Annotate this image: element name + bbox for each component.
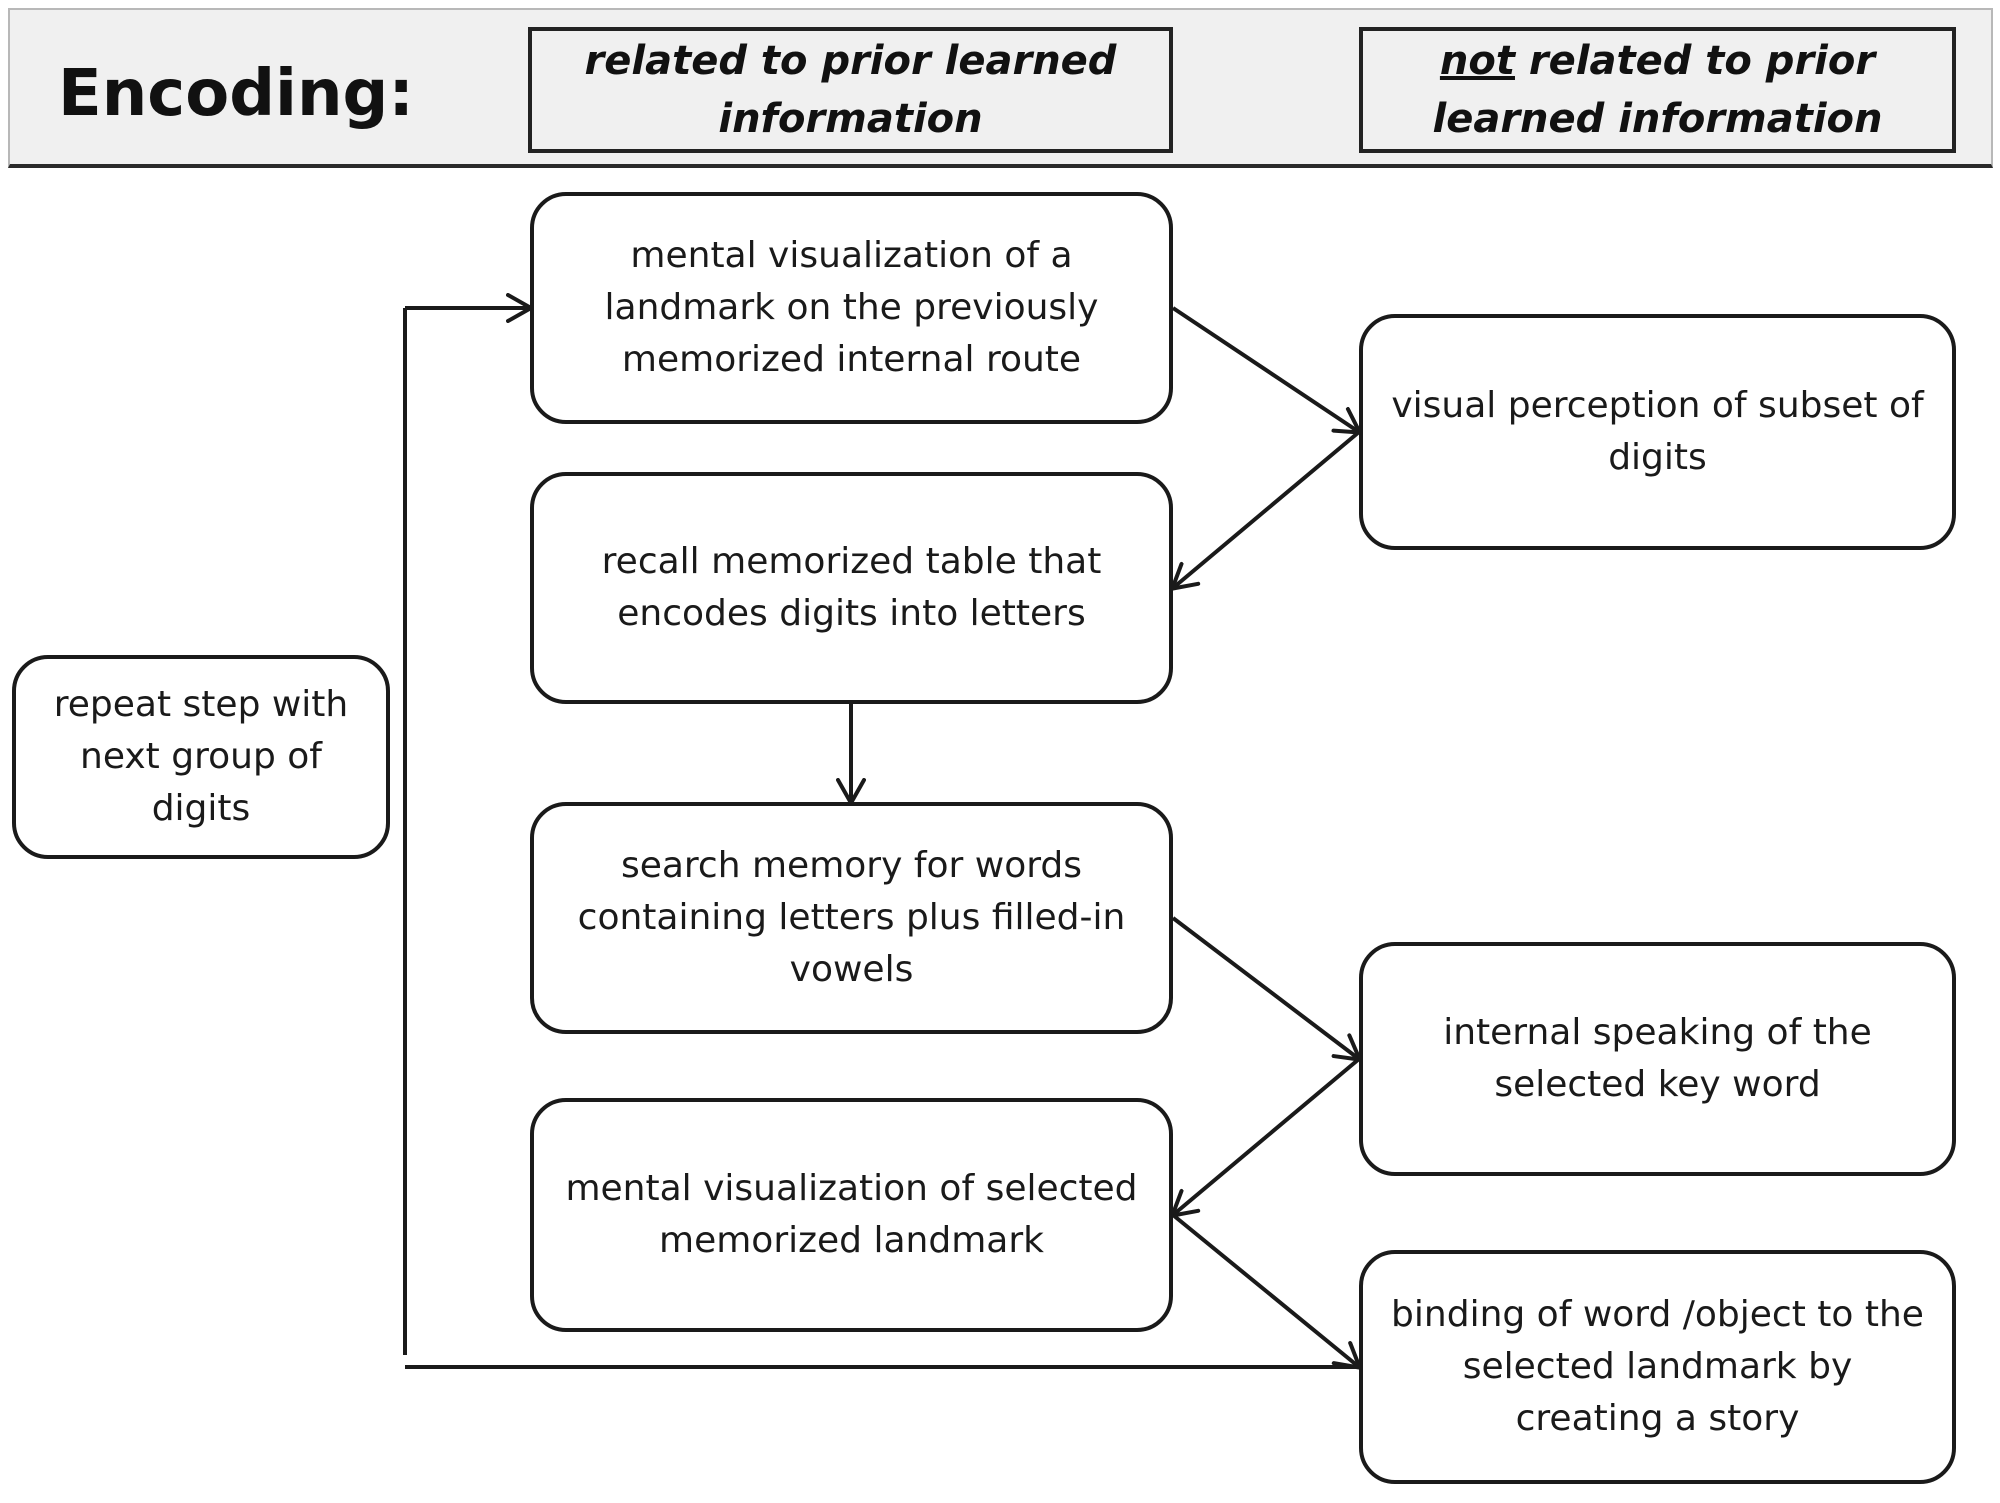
- node-binding-story-text: binding of word /object to the selected …: [1391, 1294, 1924, 1439]
- arrow-speaking-to-selected: [1170, 1057, 1361, 1218]
- column-header-not-rest: related to prior learned information: [1432, 38, 1883, 142]
- column-header-not-related-label: not related to prior learned information: [1363, 32, 1952, 148]
- column-header-not-word: not: [1439, 38, 1515, 84]
- node-selected-landmark: mental visualization of selected memoriz…: [530, 1098, 1173, 1332]
- arrow-search-to-speaking: [1171, 916, 1362, 1062]
- arrow-visual-to-recall: [1170, 430, 1361, 591]
- arrow-selected-to-binding: [1171, 1213, 1362, 1370]
- node-landmark-visualization: mental visualization of a landmark on th…: [530, 192, 1173, 424]
- node-binding-story: binding of word /object to the selected …: [1359, 1250, 1956, 1484]
- node-internal-speaking-text: internal speaking of the selected key wo…: [1443, 1012, 1872, 1105]
- node-search-memory-text: search memory for words containing lette…: [577, 845, 1126, 990]
- arrow-landmark-to-visual: [1171, 306, 1362, 435]
- node-landmark-visualization-text: mental visualization of a landmark on th…: [604, 235, 1099, 380]
- node-recall-table: recall memorized table that encodes digi…: [530, 472, 1173, 704]
- diagram-title: Encoding:: [58, 57, 414, 131]
- column-header-related: related to prior learned information: [528, 27, 1173, 153]
- node-search-memory: search memory for words containing lette…: [530, 802, 1173, 1034]
- node-repeat-step: repeat step with next group of digits: [12, 655, 390, 859]
- node-recall-table-text: recall memorized table that encodes digi…: [601, 541, 1102, 634]
- node-repeat-step-text: repeat step with next group of digits: [53, 684, 349, 829]
- column-header-related-label: related to prior learned information: [584, 38, 1117, 142]
- node-visual-perception-text: visual perception of subset of digits: [1391, 385, 1924, 478]
- node-visual-perception: visual perception of subset of digits: [1359, 314, 1956, 550]
- node-selected-landmark-text: mental visualization of selected memoriz…: [565, 1168, 1138, 1261]
- node-internal-speaking: internal speaking of the selected key wo…: [1359, 942, 1956, 1176]
- column-header-not-related: not related to prior learned information: [1359, 27, 1956, 153]
